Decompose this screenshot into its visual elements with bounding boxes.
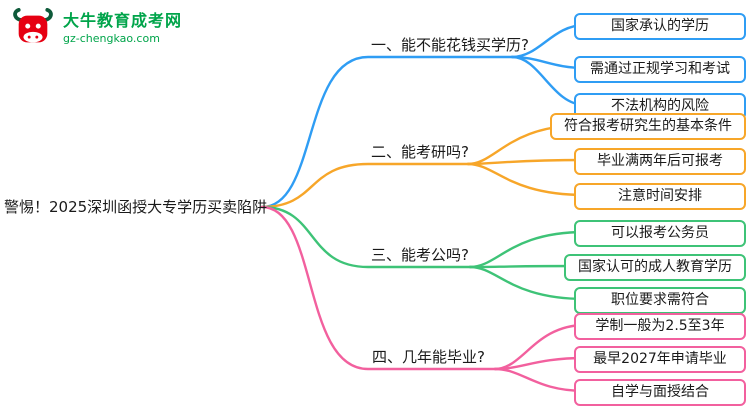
site-url: gz-chengkao.com	[63, 31, 160, 45]
branch-label-3: 三、能考公吗?	[371, 246, 469, 264]
leaf-node-2-2: 毕业满两年后可报考	[574, 148, 746, 175]
branch-label-4: 四、几年能毕业?	[372, 348, 485, 366]
leaf-node-1-1: 国家承认的学历	[574, 13, 746, 40]
site-logo[interactable]: 大牛教育成考网 gz-chengkao.com	[10, 8, 182, 50]
branch4-curves	[260, 205, 587, 393]
leaf-node-4-1: 学制一般为2.5至3年	[574, 313, 746, 340]
leaf-node-2-1: 符合报考研究生的基本条件	[550, 113, 746, 140]
branch-label-1: 一、能不能花钱买学历?	[371, 36, 529, 54]
leaf-node-3-3: 职位要求需符合	[574, 287, 746, 314]
site-name: 大牛教育成考网	[63, 11, 183, 31]
central-topic: 警惕！2025深圳函授大专学历买卖陷阱	[4, 198, 268, 216]
logo-text: 大牛教育成考网 gz-chengkao.com	[63, 12, 182, 45]
leaf-node-2-3: 注意时间安排	[574, 183, 746, 210]
leaf-node-4-2: 最早2027年申请毕业	[574, 346, 746, 373]
branch-label-2: 二、能考研吗?	[371, 143, 469, 161]
leaf-node-1-2: 需通过正规学习和考试	[574, 56, 746, 83]
leaf-node-3-1: 可以报考公务员	[574, 220, 746, 247]
leaf-node-4-3: 自学与面授结合	[574, 379, 746, 406]
bull-logo-icon	[13, 8, 53, 43]
branch3-curves	[260, 205, 587, 301]
leaf-node-3-2: 国家认可的成人教育学历	[564, 254, 746, 281]
